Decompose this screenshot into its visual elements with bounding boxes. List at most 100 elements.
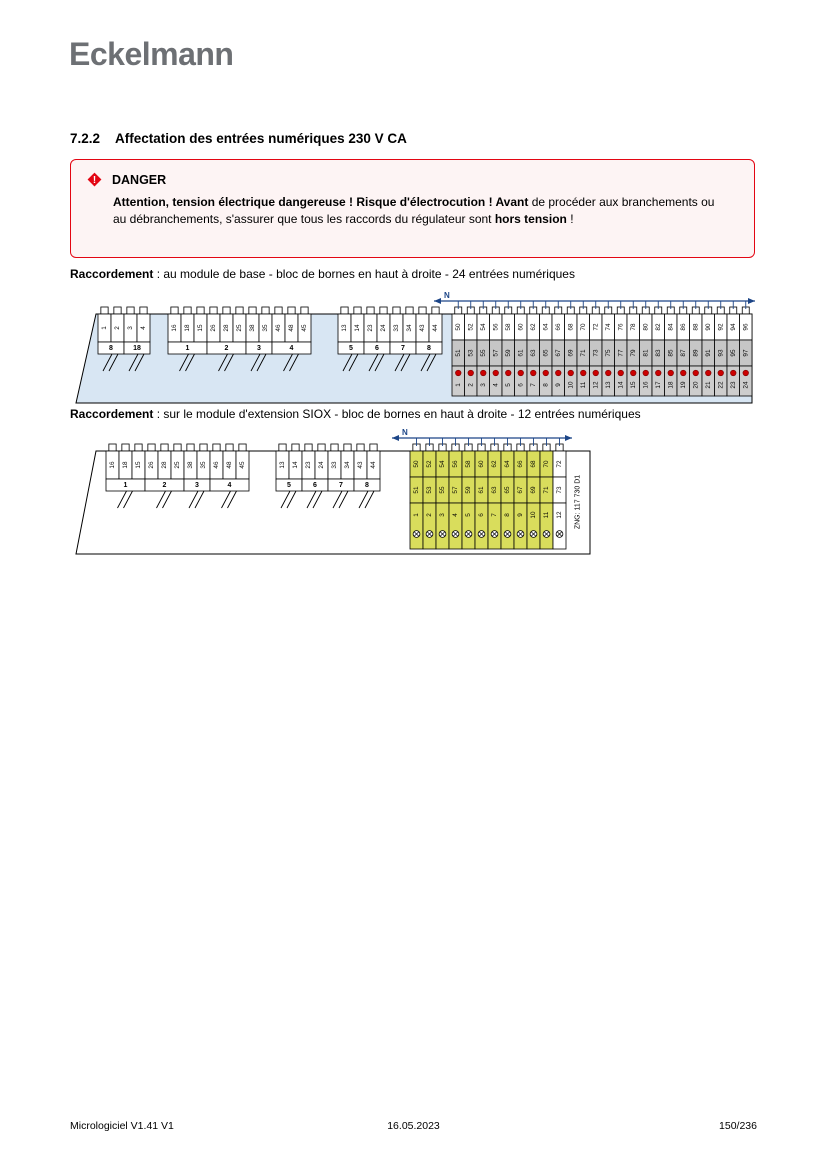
terminal-label: 73 — [592, 349, 599, 357]
n-bus-arrow-left — [392, 435, 399, 441]
terminal-label: 53 — [426, 486, 433, 494]
input-number: 10 — [530, 511, 537, 519]
input-number: 1 — [413, 513, 420, 517]
danger-title: DANGER — [112, 172, 167, 187]
terminal-label: 45 — [239, 461, 246, 469]
terminal-label: 61 — [478, 486, 485, 494]
input-indicator-dot — [692, 369, 699, 377]
input-number: 19 — [680, 381, 687, 389]
relay-contact-lines — [283, 353, 299, 372]
terminal-label: 67 — [555, 349, 562, 357]
terminal-tooth — [113, 306, 122, 315]
terminal-label: 75 — [605, 349, 612, 357]
terminal-label: 33 — [331, 461, 338, 469]
n-bus-label: N — [402, 428, 408, 437]
input-indicator-dot — [505, 369, 512, 377]
terminal-tooth — [431, 306, 440, 315]
lamp-icon-cross — [543, 531, 550, 537]
terminal-tooth — [405, 306, 414, 315]
group-label: 8 — [365, 482, 369, 489]
input-number: 23 — [730, 381, 737, 389]
terminal-label: 72 — [556, 460, 563, 468]
terminal-label: 57 — [492, 349, 499, 357]
input-cell — [526, 502, 541, 550]
connection-line-base: Raccordement : au module de base - bloc … — [70, 267, 575, 281]
terminal-label: 60 — [517, 323, 524, 331]
terminal-tooth — [139, 306, 148, 315]
terminal-tooth — [340, 306, 349, 315]
terminal-label: 48 — [288, 324, 295, 332]
input-number: 9 — [555, 383, 562, 387]
terminal-label: 85 — [667, 349, 674, 357]
terminal-label: 74 — [605, 323, 612, 331]
input-indicator-dot — [555, 369, 562, 377]
terminal-tooth — [418, 306, 427, 315]
relay-contact-lines — [188, 490, 205, 509]
terminal-tooth — [238, 443, 247, 452]
relay-contact-lines — [394, 353, 411, 372]
terminal-label: 94 — [730, 323, 737, 331]
terminal-tooth — [248, 306, 257, 315]
section-title: Affectation des entrées numériques 230 V… — [115, 131, 407, 146]
connection-base-text: : au module de base - bloc de bornes en … — [153, 267, 575, 281]
terminal-label: 28 — [161, 461, 168, 469]
terminal-label: 56 — [492, 323, 499, 331]
terminal-label: 14 — [292, 461, 299, 469]
input-number: 3 — [480, 383, 487, 387]
input-indicator-dot — [730, 369, 737, 377]
n-bus-arrow-right — [748, 298, 755, 304]
terminal-label: 80 — [642, 323, 649, 331]
group-label: 7 — [339, 482, 343, 489]
input-indicator-dot — [517, 369, 524, 377]
input-number: 14 — [617, 381, 624, 389]
terminal-label: 70 — [543, 460, 550, 468]
input-number: 17 — [655, 381, 662, 389]
terminal-tooth — [317, 443, 326, 452]
input-indicator-dot — [580, 369, 587, 377]
terminal-tooth — [173, 443, 182, 452]
terminal-label: 25 — [236, 324, 243, 332]
input-cell — [500, 502, 515, 550]
terminal-label: 48 — [226, 461, 233, 469]
input-number: 21 — [705, 381, 712, 389]
terminal-label: 68 — [567, 323, 574, 331]
input-number: 12 — [556, 511, 563, 519]
terminal-label: 64 — [542, 323, 549, 331]
terminal-label: 28 — [223, 324, 230, 332]
zng-label: ZNG: 117 730 D1 — [575, 475, 582, 529]
group-box — [353, 478, 381, 492]
group-label: 8 — [427, 345, 431, 352]
terminal-tooth — [287, 306, 296, 315]
group-label: 6 — [313, 482, 317, 489]
terminal-tooth — [225, 443, 234, 452]
terminal-label: 91 — [705, 349, 712, 357]
terminal-tooth — [291, 443, 300, 452]
input-cell — [487, 502, 502, 550]
danger-diamond — [87, 172, 102, 187]
terminal-label: 63 — [491, 486, 498, 494]
terminal-tooth — [366, 306, 375, 315]
lamp-icon-cross — [452, 531, 459, 537]
input-cell — [461, 502, 476, 550]
input-indicator-dot — [655, 369, 662, 377]
input-cell — [409, 502, 424, 550]
input-number: 10 — [567, 381, 574, 389]
connection-base-label: Raccordement — [70, 267, 154, 281]
input-number: 11 — [580, 381, 587, 388]
input-number: 6 — [517, 383, 524, 387]
group-label: 4 — [228, 482, 232, 489]
terminal-label: 18 — [122, 461, 129, 469]
terminal-tooth — [170, 306, 179, 315]
page-footer: Micrologiciel V1.41 V1 16.05.2023 150/23… — [70, 1120, 757, 1132]
terminal-label: 73 — [556, 486, 563, 494]
terminal-label: 63 — [530, 349, 537, 357]
terminal-tooth — [369, 443, 378, 452]
input-cell — [513, 502, 528, 550]
input-number: 5 — [465, 513, 472, 517]
terminal-label: 24 — [318, 461, 325, 469]
group-label: 18 — [133, 345, 141, 352]
relay-contact-lines — [156, 490, 172, 509]
terminal-label: 34 — [344, 461, 351, 469]
input-number: 8 — [542, 383, 549, 387]
terminal-label: 72 — [592, 323, 599, 331]
